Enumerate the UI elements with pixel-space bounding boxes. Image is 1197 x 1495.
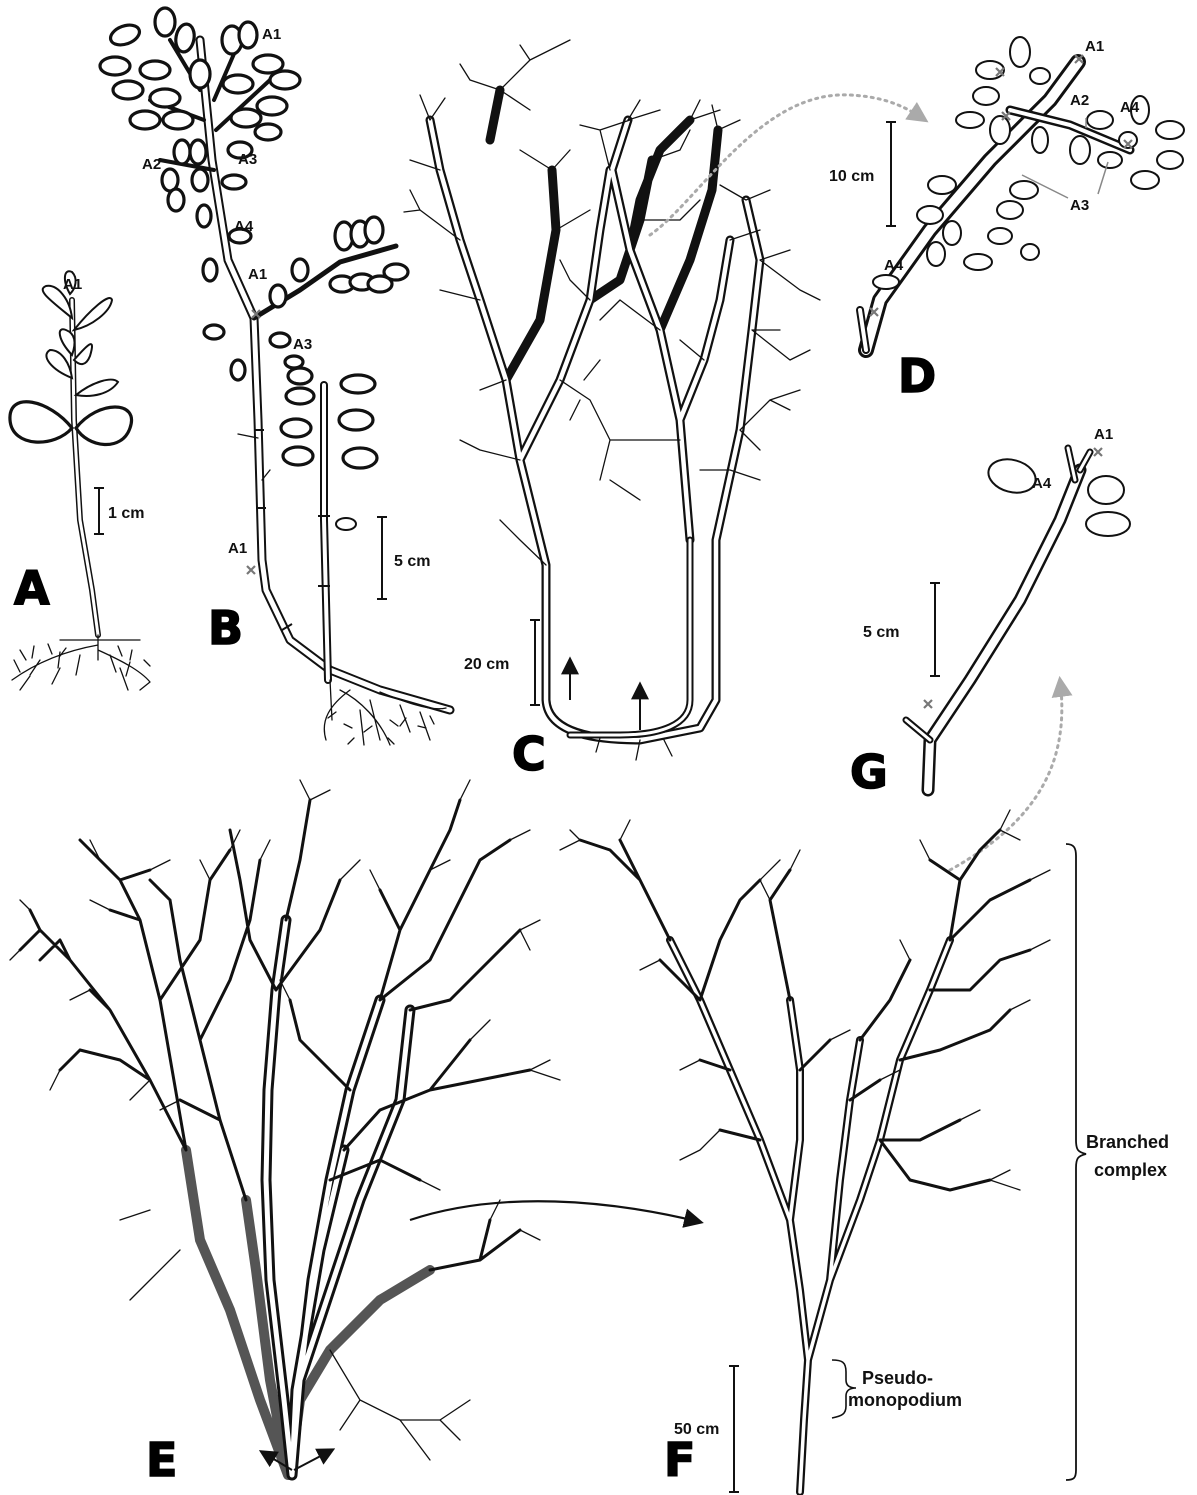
branched-complex-brace	[1066, 844, 1086, 1480]
b-a2-label: A2	[142, 156, 161, 173]
panel-c-label: C	[512, 727, 546, 781]
arrow-f-to-g	[950, 680, 1062, 870]
panel-b-young-plant: A1 A2 A3 A4 A1 A3 A1 5 cm B	[100, 8, 450, 745]
panel-d-label: D	[898, 349, 936, 403]
panel-c-sapling: 20 cm C	[404, 40, 820, 781]
b-a4-label: A4	[234, 218, 254, 235]
b-a3-top-label: A3	[238, 151, 257, 168]
panel-d-branch-detail: A1 A2 A4 A3 A4 10 cm D	[829, 37, 1184, 403]
d-scale-label: 10 cm	[829, 168, 874, 185]
panel-g-twig-detail: A1 A4 5 cm G	[850, 426, 1130, 799]
a-a1-label: A1	[63, 276, 82, 293]
g-a4-label: A4	[1032, 475, 1052, 492]
g-scale-bar	[930, 583, 940, 676]
b-scale-label: 5 cm	[394, 553, 430, 570]
a-scale-bar	[94, 488, 104, 534]
d-a1-label: A1	[1085, 38, 1104, 55]
g-a1-label: A1	[1094, 426, 1113, 443]
d-scale-bar	[886, 122, 896, 226]
panel-f-pseudo-monopodium: 50 cm Pseudo- monopodium F	[560, 810, 1050, 1492]
panel-e-label: E	[146, 1433, 177, 1487]
arrow-e-to-f	[410, 1201, 700, 1222]
pseudo-line1: Pseudo-	[862, 1368, 933, 1388]
c-scale-label: 20 cm	[464, 656, 509, 673]
f-scale-bar	[729, 1366, 739, 1492]
b-scale-bar	[377, 517, 387, 599]
d-a4-low-label: A4	[884, 257, 904, 274]
d-a3-label: A3	[1070, 197, 1089, 214]
cotyledon-leaf-left	[10, 402, 72, 442]
panel-b-label: B	[208, 601, 243, 655]
panel-a-seedling: A1 1 cm A	[10, 271, 150, 690]
b-a1-top-label: A1	[262, 26, 281, 43]
panel-a-label: A	[14, 561, 50, 615]
panel-f-label: F	[664, 1433, 695, 1487]
d-a2-label: A2	[1070, 92, 1089, 109]
b-a3-mid-label: A3	[293, 336, 312, 353]
c-scale-bar	[530, 620, 540, 705]
b-a1-mid-label: A1	[248, 266, 267, 283]
cotyledon-leaf-right	[76, 407, 132, 445]
b-a1-low-label: A1	[228, 540, 247, 557]
a-scale-label: 1 cm	[108, 505, 144, 522]
g-scale-label: 5 cm	[863, 624, 899, 641]
pseudo-line2: monopodium	[848, 1390, 962, 1410]
d-a4-top-label: A4	[1120, 99, 1140, 116]
panel-g-label: G	[850, 745, 888, 799]
panel-e-adult-tree: E	[10, 780, 560, 1487]
branched-line2: complex	[1094, 1160, 1167, 1180]
branched-line1: Branched	[1086, 1132, 1169, 1152]
